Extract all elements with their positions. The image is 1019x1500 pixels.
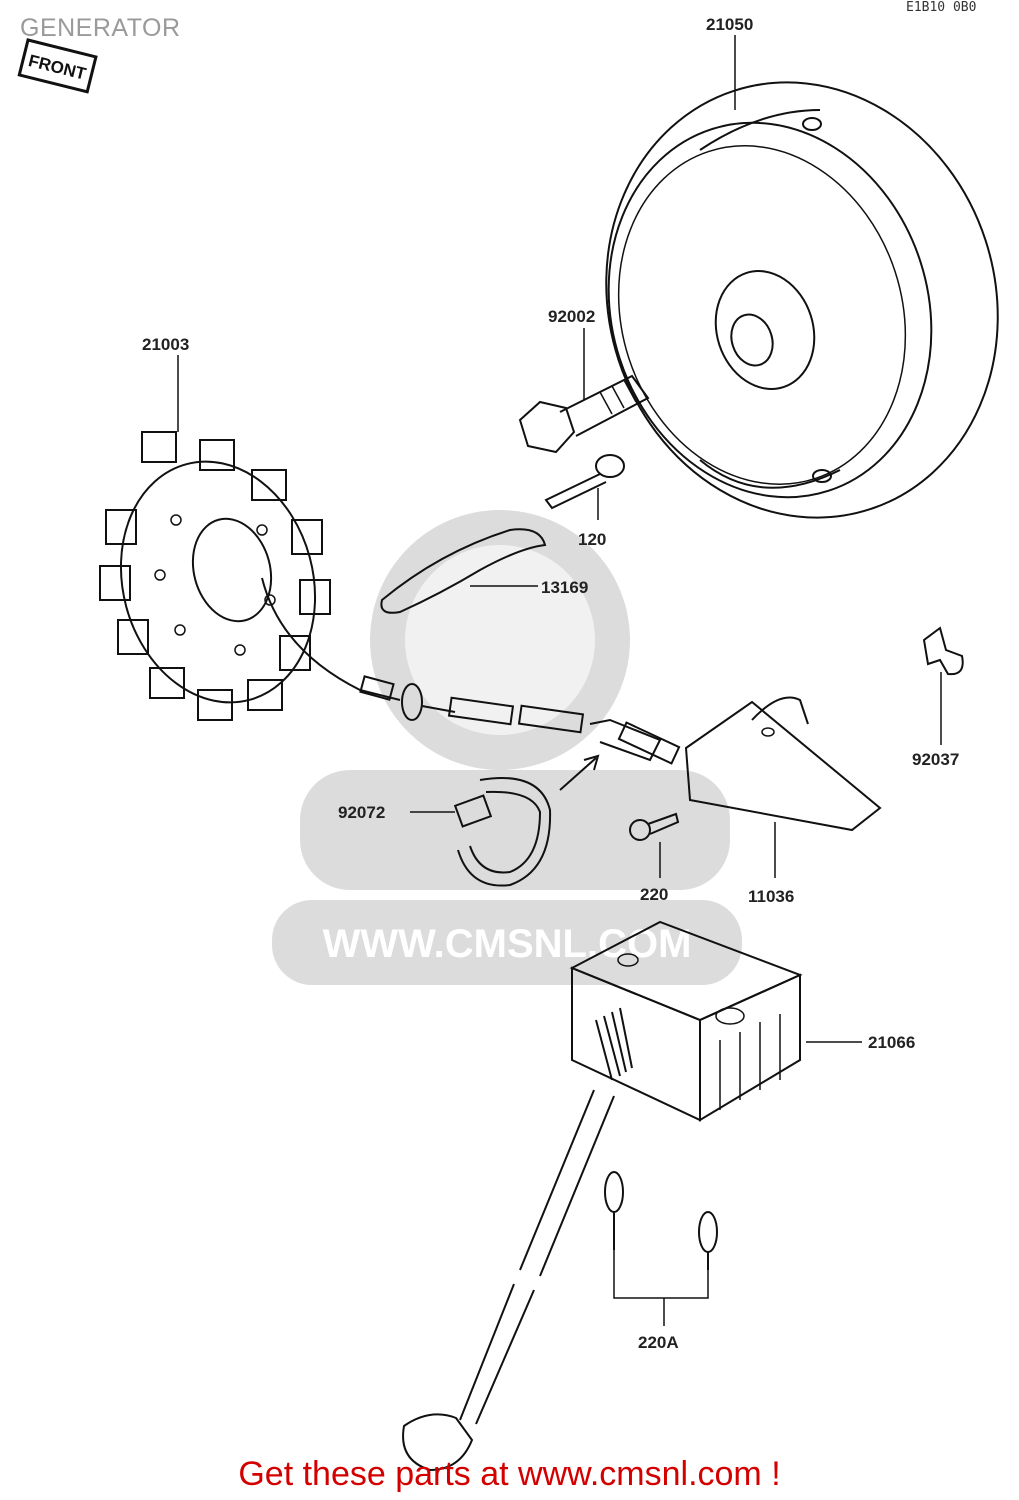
stator (99, 431, 331, 721)
flywheel-rotor (605, 81, 999, 519)
label-11036: 11036 (748, 887, 794, 906)
page-title: GENERATOR (20, 14, 181, 42)
label-120: 120 (578, 530, 606, 549)
label-92002: 92002 (548, 307, 595, 326)
shop-link[interactable]: Get these parts at www.cmsnl.com ! (238, 1455, 781, 1493)
bracket-11036 (684, 696, 882, 832)
part-labels: 21050 92002 21003 120 13169 92037 92072 … (142, 15, 959, 1352)
clamp-92037 (922, 626, 964, 676)
label-220: 220 (640, 885, 668, 904)
wire-guide-13169 (380, 528, 547, 614)
band-92072 (453, 754, 600, 887)
front-tag: FRONT (17, 38, 98, 94)
screws-220A (604, 1171, 718, 1270)
label-21003: 21003 (142, 335, 189, 354)
screw-120 (544, 454, 625, 510)
label-21050: 21050 (706, 15, 753, 34)
stator-wire (261, 577, 681, 765)
label-21066: 21066 (868, 1033, 915, 1052)
regulator-rectifier (569, 920, 803, 1122)
label-13169: 13169 (541, 578, 588, 597)
watermark-logo: WWW.CMSNL.COM (272, 510, 742, 985)
screw-220 (629, 812, 680, 841)
bolt-92002 (518, 374, 650, 454)
diagram-code: E1Ḃ10 0Ḃ0 (906, 0, 977, 15)
label-92072: 92072 (338, 803, 385, 822)
label-92037: 92037 (912, 750, 959, 769)
watermark-text: WWW.CMSNL.COM (323, 922, 692, 966)
leader-lines (177, 35, 942, 1326)
regulator-cable (402, 1089, 615, 1472)
label-220A: 220A (638, 1333, 679, 1352)
